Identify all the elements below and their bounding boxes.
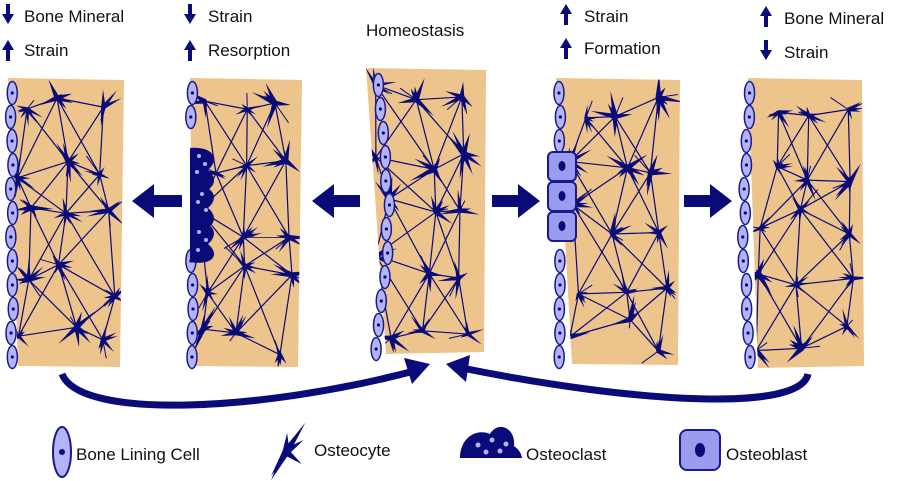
up-arrow-icon (2, 40, 14, 61)
up-arrow-icon (560, 38, 572, 59)
arrow-right-icon (684, 184, 732, 218)
panel-label-mineral-loss: Bone Mineral Strain (2, 4, 124, 61)
panel-label-resorption: Strain Resorption (184, 4, 290, 61)
down-arrow-icon (760, 40, 772, 60)
bone-panel-homeostasis (366, 68, 486, 362)
up-arrow-icon (560, 4, 572, 25)
osteoblast-group (547, 151, 577, 242)
return-arrow-left-curve (58, 358, 430, 409)
panel-label-homeostasis: Homeostasis (366, 21, 464, 40)
panel-line-bone-mineral: Bone Mineral (784, 9, 884, 28)
osteocyte-network (190, 82, 302, 367)
panel-label-formation: Strain Formation (560, 4, 661, 59)
osteoclast (190, 185, 214, 231)
panel-label-mineral-gain: Bone Mineral Strain (760, 6, 884, 62)
panel-line-strain: Strain (584, 7, 628, 26)
legend-label-osteoblast: Osteoblast (726, 445, 808, 464)
legend-label-osteoclast: Osteoclast (526, 445, 607, 464)
down-arrow-icon (184, 4, 196, 24)
legend-label-osteocyte: Osteocyte (314, 441, 391, 460)
legend-label-bone-lining-cell: Bone Lining Cell (76, 445, 200, 464)
down-arrow-icon (2, 4, 14, 24)
return-arrow-right-curve (446, 355, 812, 403)
panel-line-strain: Strain (784, 43, 828, 62)
bone-panel-formation (547, 78, 680, 370)
panel-line-strain: Strain (24, 41, 68, 60)
panel-line-homeostasis: Homeostasis (366, 21, 464, 40)
osteocyte-icon (271, 422, 306, 481)
panel-line-formation: Formation (584, 39, 661, 58)
bone-lining-cell-icon (52, 426, 72, 478)
osteoclast (190, 147, 214, 193)
panel-line-bone-mineral: Bone Mineral (24, 7, 124, 26)
bone-lining-cells (370, 72, 396, 362)
arrow-right-icon (492, 184, 540, 218)
arrow-left-icon (312, 184, 360, 218)
up-arrow-icon (184, 40, 196, 61)
legend: Bone Lining Cell Osteocyte Osteoclast Os… (52, 422, 808, 481)
bone-panel-mineral-loss (4, 78, 124, 370)
bone-lining-cells (4, 80, 20, 370)
bone-lining-cells (737, 80, 756, 370)
osteoclast (190, 221, 214, 263)
bone-panel-resorption (185, 78, 302, 370)
panel-line-resorption: Resorption (208, 41, 290, 60)
osteoclast-icon (460, 426, 522, 458)
up-arrow-icon (760, 6, 772, 27)
bone-panel-mineral-gain (737, 78, 864, 370)
arrow-left-icon (132, 184, 182, 218)
osteoblast-icon (679, 429, 721, 471)
osteoclast-group (190, 147, 214, 263)
panel-line-strain: Strain (208, 7, 252, 26)
